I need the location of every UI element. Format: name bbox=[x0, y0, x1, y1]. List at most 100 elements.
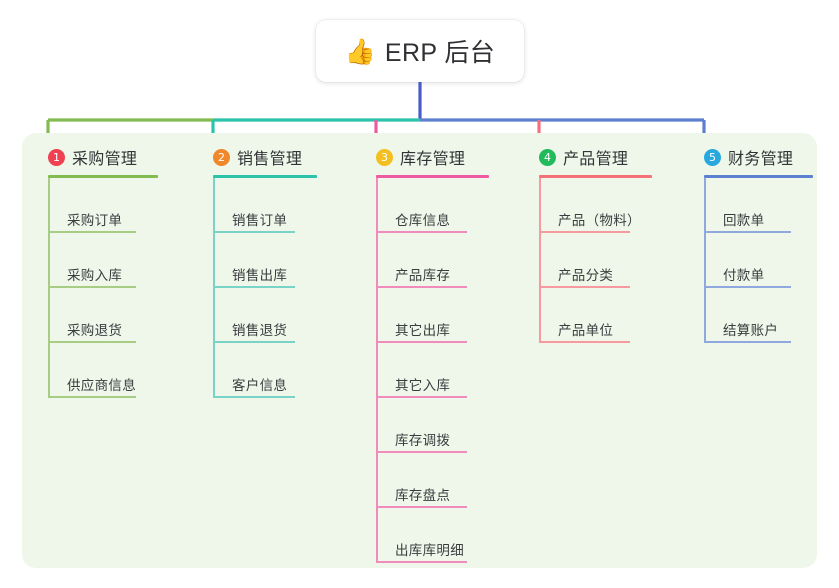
leaf-item-label: 客户信息 bbox=[232, 378, 288, 393]
branch-header-rule bbox=[539, 175, 652, 178]
branch-number-badge: 2 bbox=[213, 148, 230, 166]
leaf-item-rule bbox=[376, 341, 467, 343]
leaf-item-rule bbox=[213, 341, 295, 343]
branch-header-rule bbox=[213, 175, 317, 178]
leaf-item-label: 付款单 bbox=[723, 268, 765, 283]
leaf-item-label: 产品（物料） bbox=[558, 213, 641, 228]
leaf-item[interactable]: 销售出库 bbox=[201, 233, 313, 288]
leaf-item-rule bbox=[539, 341, 630, 343]
branch-title: 财务管理 bbox=[728, 151, 794, 168]
leaf-item-label: 仓库信息 bbox=[395, 213, 451, 228]
leaf-item-rule bbox=[376, 451, 467, 453]
leaf-item[interactable]: 回款单 bbox=[692, 178, 802, 233]
branch-leaf-list: 仓库信息产品库存其它出库其它入库库存调拨库存盘点出库库明细 bbox=[364, 178, 476, 563]
branch-column-4: 4 产品管理产品（物料） 产品分类产品单位 bbox=[527, 145, 652, 343]
leaf-item-rule bbox=[704, 286, 791, 288]
branch-header-2[interactable]: 2 销售管理 bbox=[201, 145, 313, 169]
leaf-item-rule bbox=[539, 231, 630, 233]
branch-title: 产品管理 bbox=[563, 151, 629, 168]
root-node[interactable]: 👍 ERP 后台 bbox=[316, 20, 524, 82]
leaf-item-rule bbox=[704, 341, 791, 343]
leaf-item-label: 采购订单 bbox=[67, 213, 123, 228]
leaf-item-label: 结算账户 bbox=[723, 323, 779, 338]
leaf-item-rule bbox=[48, 286, 136, 288]
leaf-item-label: 销售订单 bbox=[232, 213, 288, 228]
leaf-item-label: 库存盘点 bbox=[395, 488, 451, 503]
leaf-item-label: 产品分类 bbox=[558, 268, 614, 283]
leaf-item-label: 供应商信息 bbox=[67, 378, 136, 393]
branch-title: 销售管理 bbox=[237, 151, 303, 168]
branch-title: 采购管理 bbox=[72, 151, 138, 168]
branch-number-badge: 5 bbox=[704, 148, 721, 166]
leaf-item[interactable]: 供应商信息 bbox=[36, 343, 154, 398]
leaf-item-label: 库存调拨 bbox=[395, 433, 451, 448]
leaf-item-rule bbox=[539, 286, 630, 288]
leaf-item[interactable]: 销售订单 bbox=[201, 178, 313, 233]
leaf-item-label: 产品单位 bbox=[558, 323, 614, 338]
leaf-item[interactable]: 产品库存 bbox=[364, 233, 476, 288]
leaf-item-label: 出库库明细 bbox=[395, 543, 464, 558]
leaf-item-rule bbox=[376, 396, 467, 398]
branch-number-badge: 1 bbox=[48, 148, 65, 166]
leaf-item-rule bbox=[376, 231, 467, 233]
leaf-item-label: 其它入库 bbox=[395, 378, 451, 393]
branch-column-5: 5 财务管理回款单付款单结算账户 bbox=[692, 145, 813, 343]
thumbs-up-icon: 👍 bbox=[344, 36, 376, 66]
branch-header-4[interactable]: 4 产品管理 bbox=[527, 145, 643, 169]
branch-spine bbox=[213, 178, 215, 398]
branch-spine bbox=[539, 178, 541, 343]
branch-spine bbox=[704, 178, 706, 343]
branch-leaf-list: 采购订单采购入库采购退货供应商信息 bbox=[36, 178, 154, 398]
leaf-item-rule bbox=[704, 231, 791, 233]
leaf-item-label: 采购退货 bbox=[67, 323, 123, 338]
leaf-item[interactable]: 库存调拨 bbox=[364, 398, 476, 453]
leaf-item[interactable]: 付款单 bbox=[692, 233, 802, 288]
leaf-item-label: 销售退货 bbox=[232, 323, 288, 338]
branch-title: 库存管理 bbox=[400, 151, 466, 168]
leaf-item-label: 回款单 bbox=[723, 213, 765, 228]
leaf-item[interactable]: 产品分类 bbox=[527, 233, 643, 288]
leaf-item-rule bbox=[48, 396, 136, 398]
leaf-item[interactable]: 仓库信息 bbox=[364, 178, 476, 233]
branch-leaf-list: 产品（物料） 产品分类产品单位 bbox=[527, 178, 643, 343]
leaf-item[interactable]: 产品单位 bbox=[527, 288, 643, 343]
leaf-item[interactable]: 销售退货 bbox=[201, 288, 313, 343]
leaf-item-label: 其它出库 bbox=[395, 323, 451, 338]
leaf-item-rule bbox=[213, 396, 295, 398]
branch-header-1[interactable]: 1 采购管理 bbox=[36, 145, 154, 169]
leaf-item[interactable]: 采购订单 bbox=[36, 178, 154, 233]
leaf-item[interactable]: 采购入库 bbox=[36, 233, 154, 288]
leaf-item-rule bbox=[213, 231, 295, 233]
branch-header-rule bbox=[376, 175, 489, 178]
branch-header-rule bbox=[704, 175, 813, 178]
branch-header-3[interactable]: 3 库存管理 bbox=[364, 145, 476, 169]
branch-number-badge: 3 bbox=[376, 148, 393, 166]
branches-panel bbox=[22, 133, 817, 568]
leaf-item[interactable]: 产品（物料） bbox=[527, 178, 643, 233]
leaf-item[interactable]: 采购退货 bbox=[36, 288, 154, 343]
leaf-item-rule bbox=[376, 561, 467, 563]
leaf-item[interactable]: 其它入库 bbox=[364, 343, 476, 398]
leaf-item[interactable]: 结算账户 bbox=[692, 288, 802, 343]
branch-column-2: 2 销售管理销售订单销售出库销售退货客户信息 bbox=[201, 145, 317, 398]
branch-leaf-list: 销售订单销售出库销售退货客户信息 bbox=[201, 178, 313, 398]
leaf-item-label: 产品库存 bbox=[395, 268, 451, 283]
leaf-item-label: 销售出库 bbox=[232, 268, 288, 283]
leaf-item-rule bbox=[376, 506, 467, 508]
leaf-item[interactable]: 库存盘点 bbox=[364, 453, 476, 508]
branch-leaf-list: 回款单付款单结算账户 bbox=[692, 178, 802, 343]
branch-spine bbox=[48, 178, 50, 398]
branch-header-5[interactable]: 5 财务管理 bbox=[692, 145, 802, 169]
branch-number-badge: 4 bbox=[539, 148, 556, 166]
leaf-item-rule bbox=[48, 231, 136, 233]
branch-header-rule bbox=[48, 175, 158, 178]
leaf-item-rule bbox=[48, 341, 136, 343]
branch-column-3: 3 库存管理仓库信息产品库存其它出库其它入库库存调拨库存盘点出库库明细 bbox=[364, 145, 489, 563]
leaf-item-rule bbox=[376, 286, 467, 288]
leaf-item[interactable]: 出库库明细 bbox=[364, 508, 476, 563]
leaf-item-label: 采购入库 bbox=[67, 268, 123, 283]
leaf-item[interactable]: 客户信息 bbox=[201, 343, 313, 398]
leaf-item[interactable]: 其它出库 bbox=[364, 288, 476, 343]
root-node-label: ERP 后台 bbox=[384, 39, 496, 67]
